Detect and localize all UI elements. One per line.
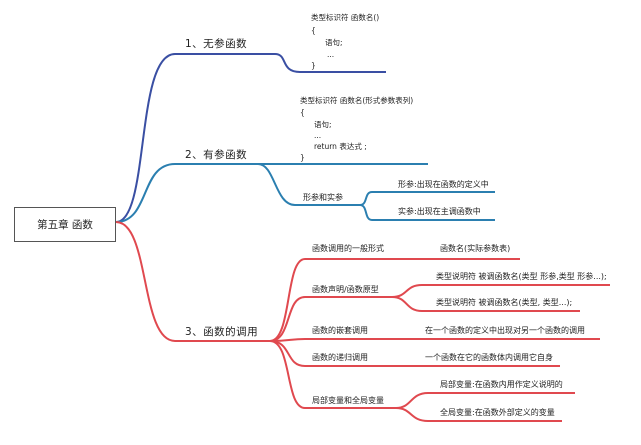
connector-params-formal [359,191,373,206]
connector-root-branch1 [115,53,176,223]
connector-b3-recursive [269,340,306,367]
branch-2-label[interactable]: 2、有参函数 [185,149,248,161]
root-label: 第五章 函数 [37,219,93,231]
branch-1-label[interactable]: 1、无参函数 [185,38,248,50]
connector-params-actual [359,204,373,221]
connector-branch1-code [274,53,301,73]
leaf-nested-call-desc[interactable]: 在一个函数的定义中出现对另一个函数的调用 [425,326,585,335]
code-line: } [311,61,316,70]
code-line: 类型标识符 函数名() [311,13,380,22]
node-local-global-vars[interactable]: 局部变量和全局变量 [312,396,384,405]
branch-1-connectors [115,53,386,223]
connector-root-branch2 [115,163,176,223]
leaf-formal-param[interactable]: 形参:出现在函数的定义中 [398,180,489,189]
leaf-local-var[interactable]: 局部变量:在函数内用作定义说明的 [440,380,563,389]
connector-prototype-leaf2 [391,296,423,312]
code-line: } [300,153,305,162]
leaf-prototype-types-only[interactable]: 类型说明符 被调函数名(类型, 类型...); [436,298,573,307]
connector-b3-general [269,258,306,342]
root-node[interactable]: 第五章 函数 [14,207,116,242]
node-nested-call[interactable]: 函数的嵌套调用 [312,326,368,335]
connector-prototype-leaf1 [391,284,423,298]
code-line: 语句; [325,38,343,47]
connector-b3-variables [269,340,306,409]
node-formal-actual-params[interactable]: 形参和实参 [303,193,343,202]
leaf-call-syntax[interactable]: 函数名(实际参数表) [440,244,511,253]
code-line: ... [327,50,335,59]
connector-variables-local [395,392,429,409]
code-line: { [300,108,305,117]
leaf-actual-param[interactable]: 实参:出现在主调函数中 [398,207,481,216]
code-line: { [311,26,316,35]
node-call-general-form[interactable]: 函数调用的一般形式 [312,244,384,253]
connector-branch2-params [257,163,296,206]
connector-b3-prototype [269,296,306,342]
connector-variables-global [395,407,429,422]
node-recursive-call[interactable]: 函数的递归调用 [312,353,368,362]
leaf-global-var[interactable]: 全局变量:在函数外部定义的变量 [440,408,555,417]
connector-root-branch3 [115,221,176,342]
code-line: ... [314,131,322,140]
code-line: return 表达式 ; [314,142,367,151]
branch-2-connectors [115,163,495,223]
node-function-prototype[interactable]: 函数声明/函数原型 [312,285,379,294]
branch-3-label[interactable]: 3、函数的调用 [185,326,259,338]
leaf-prototype-with-params[interactable]: 类型说明符 被调函数名(类型 形参,类型 形参...); [436,272,607,281]
leaf-recursive-call-desc[interactable]: 一个函数在它的函数体内调用它自身 [425,353,553,362]
branch-3-connectors [115,221,610,422]
code-line: 类型标识符 函数名(形式参数表列) [300,96,414,105]
code-line: 语句; [314,120,332,129]
